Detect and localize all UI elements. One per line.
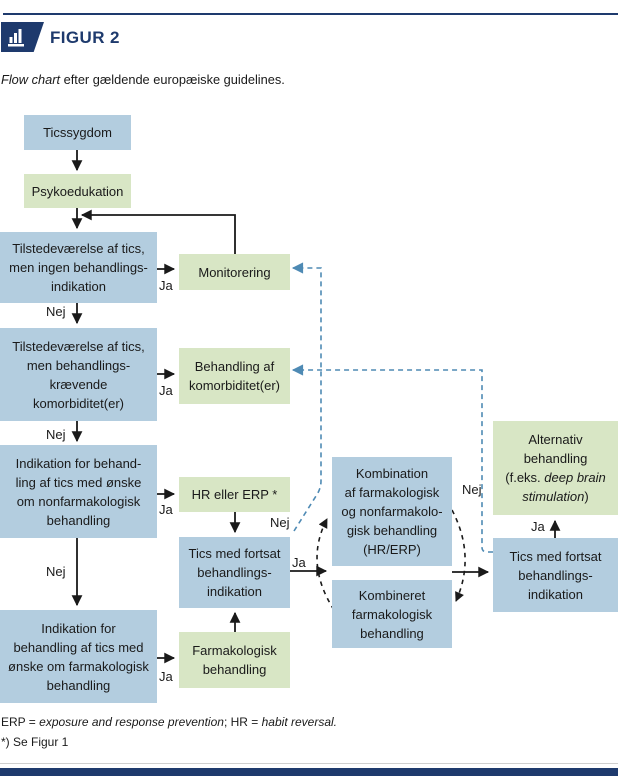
footnote-see-figure: *) Se Figur 1 [1, 735, 69, 749]
node-tics-no-indication: Tilstedeværelse af tics, men ingen behan… [0, 232, 157, 303]
node-tics-fortsat-left: Tics med fortsat behandlings- indikation [179, 537, 290, 608]
edge-label-nej-3: Nej [46, 564, 66, 579]
node-indikation-nonfarm: Indikation for behand- ling af tics med … [0, 445, 157, 538]
bar-chart-icon [8, 29, 24, 47]
node-tics-fortsat-right: Tics med fortsat behandlings- indikation [493, 538, 618, 612]
edge-label-ja-kombination: Ja [292, 555, 306, 570]
node-hr-erp: HR eller ERP * [179, 477, 290, 512]
edge-label-nej-2: Nej [46, 427, 66, 442]
hairline-rule [0, 763, 618, 764]
figure-caption: Flow chart efter gældende europæiske gui… [1, 72, 285, 87]
edge-label-ja-alternativ: Ja [531, 519, 545, 534]
node-tics-komorbiditet: Tilstedeværelse af tics, men behandlings… [0, 328, 157, 421]
node-kombineret: Kombineret farmakologisk behandling [332, 580, 452, 648]
caption-rest: efter gældende europæiske guidelines. [60, 72, 285, 87]
caption-italic: Flow chart [1, 72, 61, 87]
edge-label-nej-monitorering: Nej [270, 515, 290, 530]
edge-label-ja-monitorering: Ja [159, 278, 173, 293]
bottom-bar [0, 768, 618, 776]
node-behandling-komorbiditet: Behandling af komorbiditet(er) [179, 348, 290, 404]
node-alternativ: Alternativ behandling (f.eks. deep brain… [493, 421, 618, 515]
node-ticssygdom: Ticssygdom [24, 115, 131, 150]
edge-label-ja-hrerp: Ja [159, 502, 173, 517]
node-farmakologisk: Farmakologisk behandling [179, 632, 290, 688]
footnote-abbreviations: ERP = exposure and response prevention; … [1, 715, 337, 729]
edge-label-ja-komorbiditet: Ja [159, 383, 173, 398]
edge-label-ja-farmakologisk: Ja [159, 669, 173, 684]
node-indikation-farm: Indikation for behandling af tics med øn… [0, 610, 157, 703]
node-kombination: Kombination af farmakologisk og nonfarma… [332, 457, 452, 566]
dashed-kombination-kombineret [451, 509, 466, 602]
top-rule [3, 13, 618, 15]
node-psykoedukation: Psykoedukation [24, 174, 131, 208]
figure-label: FIGUR 2 [50, 28, 120, 47]
edge-label-nej-1: Nej [46, 304, 66, 319]
node-monitorering: Monitorering [179, 254, 290, 290]
edge-label-nej-alternativ: Nej [462, 482, 482, 497]
dashed-ticsleft-monitorering [291, 262, 322, 532]
